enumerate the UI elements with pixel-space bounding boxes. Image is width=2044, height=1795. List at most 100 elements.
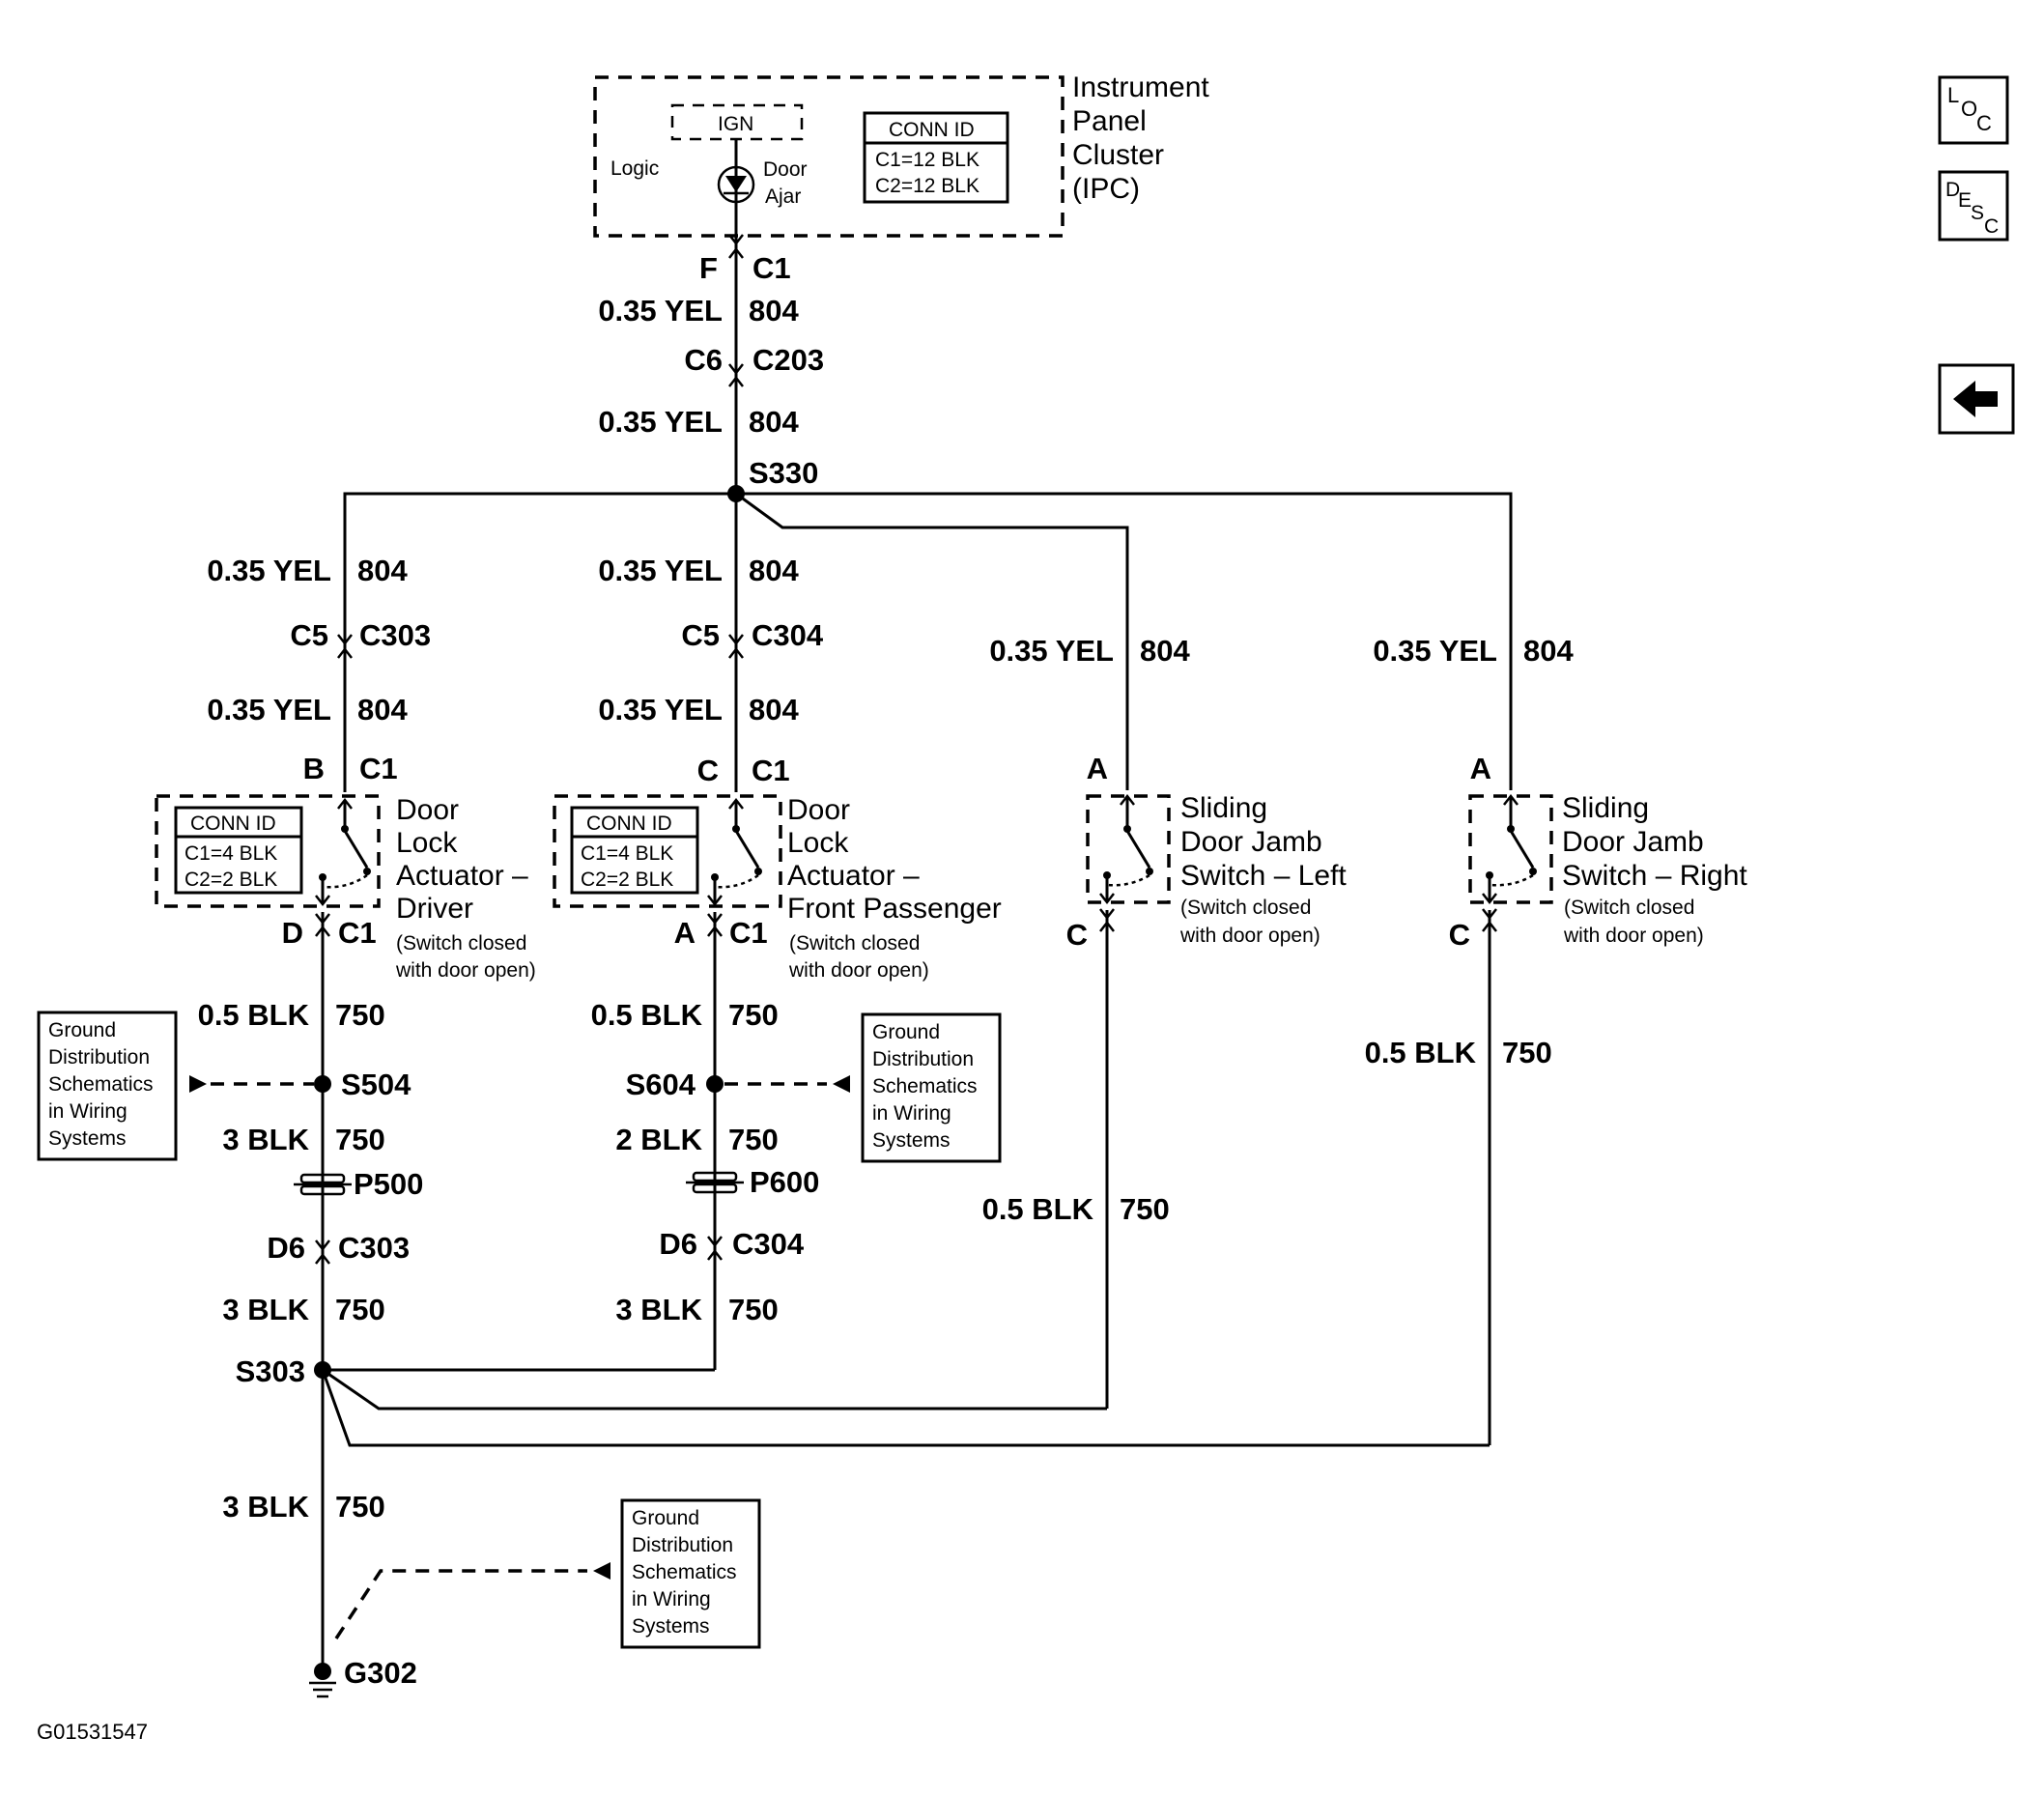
trunk-ipc-pin: F	[699, 251, 718, 285]
driver-switch-icon	[314, 798, 371, 906]
driver-name-2: Lock	[396, 827, 458, 859]
ground-ref-1: Ground	[632, 1507, 699, 1529]
passenger-conn-id-box: CONN ID C1=4 BLK C2=2 BLK	[570, 806, 699, 895]
driver-conn-id-line-2: C2=2 BLK	[185, 869, 277, 891]
ipc-name-4: (IPC)	[1072, 173, 1140, 205]
driver-bottom-pin: D	[282, 916, 303, 950]
ground-ref-4: in Wiring	[632, 1588, 711, 1610]
back-button[interactable]	[1938, 363, 2015, 435]
passenger-name-4: Front Passenger	[787, 893, 1002, 925]
passenger-conn-id-line-2: C2=2 BLK	[581, 869, 673, 891]
passenger-wire2-circuit: 804	[749, 693, 799, 727]
passenger-bottom-conn: C1	[729, 916, 768, 950]
slide-left-wire2-circuit: 750	[1120, 1192, 1170, 1226]
passenger-wire4-circuit: 750	[728, 1123, 779, 1156]
slide-left-top-pin: A	[1087, 752, 1108, 785]
driver-name-3: Actuator –	[396, 860, 528, 892]
passenger-note-2: with door open)	[788, 959, 929, 982]
passenger-inline-pin: C5	[681, 618, 720, 652]
slide-left-wire2-gauge: 0.5 BLK	[982, 1192, 1094, 1226]
slide-right-top-pin: A	[1470, 752, 1491, 785]
driver-inline-conn: C303	[359, 618, 431, 652]
slide-right-name-2: Door Jamb	[1562, 826, 1704, 858]
trunk-splice: S330	[749, 456, 818, 490]
driver-ground-ref-box: Ground Distribution Schematics in Wiring…	[37, 1011, 178, 1161]
ground-ref-5: Systems	[632, 1615, 710, 1638]
slide-left-name-3: Switch – Left	[1180, 860, 1347, 892]
ground-circuit: S303 3 BLK 750 Ground Distribution Schem…	[222, 1354, 1490, 1698]
desc-button[interactable]: D E S C	[1938, 170, 2009, 242]
passenger-ground-ref-3: Schematics	[872, 1075, 978, 1097]
driver-inline2-conn: C303	[338, 1231, 410, 1265]
passenger-inline2-pin: D6	[659, 1227, 697, 1261]
ipc-name-3: Cluster	[1072, 139, 1164, 171]
driver-note-1: (Switch closed	[396, 932, 526, 954]
driver-wire1-circuit: 804	[357, 554, 408, 587]
slide-left-name-2: Door Jamb	[1180, 826, 1322, 858]
desc-letter-d: D	[1945, 179, 1960, 201]
driver-wire2-circuit: 804	[357, 693, 408, 727]
slide-left-note-1: (Switch closed	[1180, 897, 1311, 919]
ipc-conn-id-box: CONN ID C1=12 BLK C2=12 BLK	[863, 111, 1009, 204]
passenger-wire1-circuit: 804	[749, 554, 799, 587]
slide-left-bottom-pin: C	[1066, 918, 1088, 952]
passenger-pass-through: P600	[750, 1165, 819, 1199]
passenger-note-1: (Switch closed	[789, 932, 920, 954]
slide-right-name-3: Switch – Right	[1562, 860, 1747, 892]
passenger-wire2-gauge: 0.35 YEL	[598, 693, 723, 727]
driver-wire4-gauge: 3 BLK	[222, 1123, 309, 1156]
passenger-ground-ref-2: Distribution	[872, 1048, 974, 1070]
passenger-bottom-pin: A	[674, 916, 696, 950]
trunk-wire2-gauge: 0.35 YEL	[598, 405, 723, 439]
driver-top-pin: B	[303, 752, 325, 785]
trunk-inline-pin: C6	[684, 343, 723, 377]
passenger-top-conn: C1	[752, 754, 790, 787]
slide-right-name-1: Sliding	[1562, 792, 1649, 824]
slide-right-switch-icon	[1481, 794, 1537, 904]
ground-ref-3: Schematics	[632, 1561, 737, 1583]
ipc-name-2: Panel	[1072, 105, 1147, 137]
driver-pass-through: P500	[354, 1167, 423, 1201]
trunk-wire1-circuit: 804	[749, 294, 799, 328]
trunk-wire2-circuit: 804	[749, 405, 799, 439]
ipc-name-1: Instrument	[1072, 71, 1209, 103]
ground-splice: S303	[236, 1354, 305, 1388]
passenger-inline-conn: C304	[752, 618, 824, 652]
ipc-outline	[593, 75, 1065, 238]
ground-ref-2: Distribution	[632, 1534, 733, 1556]
slide-left-wire1-circuit: 804	[1140, 634, 1190, 668]
left-arrow-icon	[1953, 381, 1998, 417]
driver-name-1: Door	[396, 794, 459, 826]
driver-wire1-gauge: 0.35 YEL	[207, 554, 331, 587]
passenger-wire4-gauge: 2 BLK	[615, 1123, 702, 1156]
door-ajar-label-2: Ajar	[765, 185, 801, 208]
slide-right-wire2-circuit: 750	[1502, 1036, 1552, 1069]
passenger-ground-ref-5: Systems	[872, 1129, 951, 1152]
driver-door-lock-circuit: 0.35 YEL 804 C5 C303 0.35 YEL 804 B C1 C…	[37, 554, 536, 1368]
s604-splice-dot	[706, 1075, 724, 1093]
trunk-circuit: F C1 0.35 YEL 804 C6 C203 0.35 YEL 804 S…	[343, 233, 1513, 792]
driver-splice: S504	[341, 1068, 412, 1101]
passenger-name-3: Actuator –	[787, 860, 920, 892]
passenger-splice: S604	[626, 1068, 696, 1101]
loc-button[interactable]: L O C	[1938, 75, 2009, 145]
passenger-wire1-gauge: 0.35 YEL	[598, 554, 723, 587]
door-ajar-label-1: Door	[763, 158, 808, 181]
passenger-switch-icon	[706, 798, 762, 906]
loc-letter-l: L	[1947, 83, 1959, 107]
slide-right-wire1-circuit: 804	[1523, 634, 1574, 668]
driver-note-2: with door open)	[395, 959, 536, 982]
ground-point: G302	[344, 1656, 417, 1690]
desc-letter-c: C	[1984, 215, 1999, 238]
driver-conn-id-title: CONN ID	[190, 812, 276, 835]
s504-splice-dot	[314, 1075, 331, 1093]
passenger-wire3-circuit: 750	[728, 998, 779, 1032]
slide-right-note-2: with door open)	[1563, 925, 1704, 947]
ground-wire-gauge: 3 BLK	[222, 1490, 309, 1524]
ipc-conn-id-title: CONN ID	[889, 119, 975, 141]
driver-ground-ref-1: Ground	[48, 1019, 116, 1041]
slide-left-switch-icon	[1098, 794, 1153, 904]
door-ajar-indicator-icon	[717, 165, 755, 204]
ipc-conn-id-line-1: C1=12 BLK	[875, 149, 979, 171]
